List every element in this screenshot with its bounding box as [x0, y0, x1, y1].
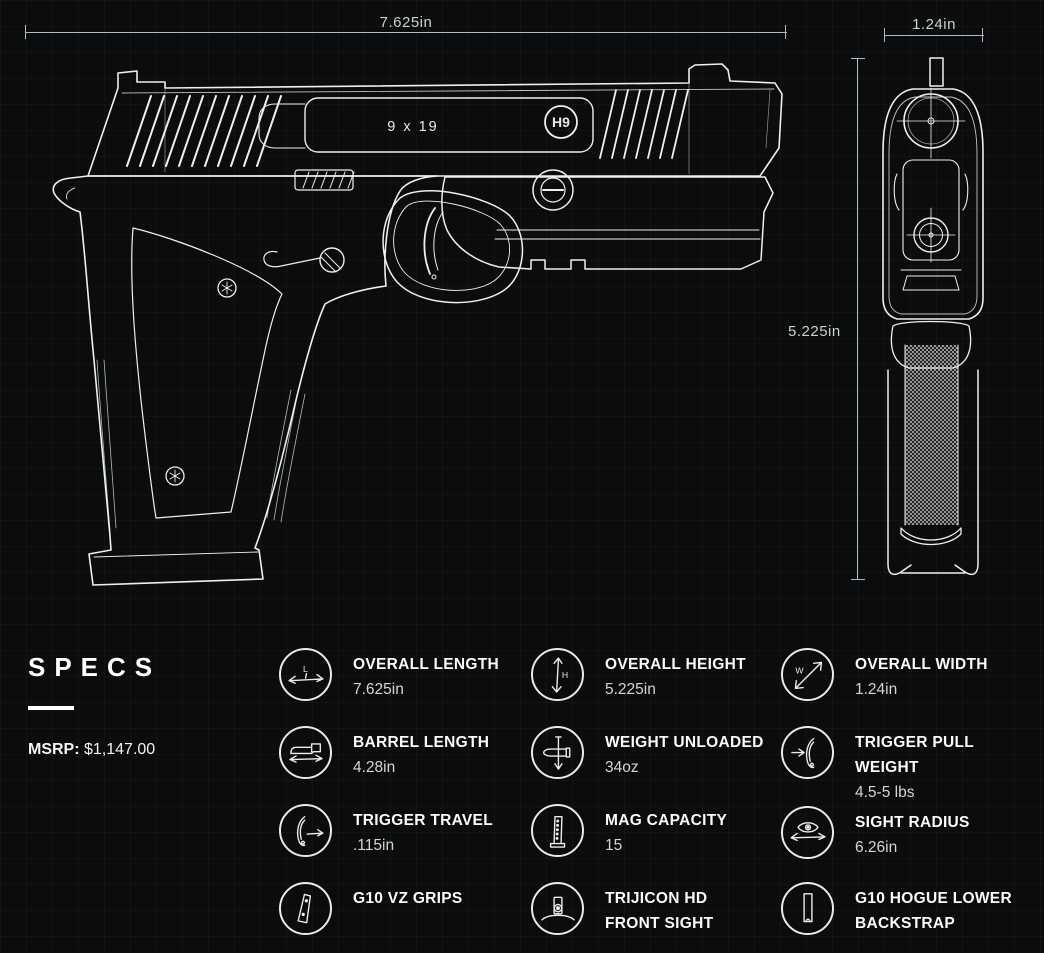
spec-value: 4.28in [353, 759, 396, 776]
spec-value: 6.26in [855, 839, 898, 856]
spec-g10-vz-grips: G10 VZ GRIPS [279, 882, 463, 935]
svg-text:W: W [795, 665, 804, 675]
spec-trigger-pull-weight: TRIGGER PULL WEIGHT 4.5-5 lbs [781, 726, 974, 805]
spec-title: TRIJICON HD [605, 890, 708, 907]
specs-underline [28, 706, 74, 710]
overall-length-icon: L [279, 648, 332, 701]
spec-title: BARREL LENGTH [353, 734, 490, 751]
length-dim-tick-left [25, 25, 26, 39]
spec-overall-height: H OVERALL HEIGHT 5.225in [531, 648, 746, 702]
spec-barrel-length: BARREL LENGTH 4.28in [279, 726, 489, 780]
overall-height-icon: H [531, 648, 584, 701]
length-dim-tick-right [785, 25, 786, 39]
mag-capacity-icon [531, 804, 584, 857]
spec-value: .115in [353, 837, 395, 854]
overall-length-dimension-label: 7.625in [379, 14, 433, 31]
spec-mag-capacity: MAG CAPACITY 15 [531, 804, 727, 858]
overall-height-dimension-label: 5.225in [788, 323, 841, 340]
spec-value: 34oz [605, 759, 639, 776]
spec-title: SIGHT RADIUS [855, 814, 970, 831]
spec-trijicon-front-sight: TRIJICON HD FRONT SIGHT [531, 882, 713, 936]
svg-text:L: L [302, 663, 307, 673]
height-dim-tick-top [851, 58, 865, 59]
height-dim-tick-bottom [851, 579, 865, 580]
trigger-travel-icon [279, 804, 332, 857]
msrp-label: MSRP: [28, 741, 80, 758]
spec-title: OVERALL LENGTH [353, 656, 500, 673]
g10-hogue-backstrap-icon [781, 882, 834, 935]
h9-logo-icon [544, 105, 578, 139]
pistol-side-view-drawing: 9 x 19 H9 [52, 63, 783, 586]
spec-value: 1.24in [855, 681, 898, 698]
spec-title: TRIGGER PULL [855, 734, 974, 751]
height-dimension-line [857, 58, 858, 580]
spec-value: 4.5-5 lbs [855, 784, 915, 801]
spec-title: G10 HOGUE LOWER [855, 890, 1012, 907]
specs-heading: SPECS [28, 652, 162, 682]
overall-width-icon: W [781, 648, 834, 701]
trijicon-front-sight-icon [531, 882, 584, 935]
trigger-pull-weight-icon [781, 726, 834, 779]
spec-weight-unloaded: WEIGHT UNLOADED 34oz [531, 726, 764, 780]
overall-width-dimension-label: 1.24in [912, 16, 956, 33]
caliber-marking: 9 x 19 [387, 119, 439, 135]
logo-marking: H9 [552, 114, 570, 130]
pistol-front-view-drawing [882, 57, 984, 576]
spec-overall-width: W OVERALL WIDTH 1.24in [781, 648, 988, 702]
width-dimension-line [884, 35, 984, 36]
spec-title: MAG CAPACITY [605, 812, 728, 829]
spec-title: WEIGHT UNLOADED [605, 734, 764, 751]
length-dimension-line [25, 32, 787, 33]
width-dim-tick-right [982, 28, 983, 42]
spec-title: OVERALL WIDTH [855, 656, 988, 673]
msrp-value: $1,147.00 [84, 741, 156, 758]
spec-title-line2: BACKSTRAP [855, 915, 956, 932]
spec-trigger-travel: TRIGGER TRAVEL .115in [279, 804, 493, 858]
msrp-line: MSRP: $1,147.00 [28, 741, 155, 759]
grip-texture [905, 345, 958, 525]
spec-title-line2: FRONT SIGHT [605, 915, 714, 932]
spec-sight-radius: SIGHT RADIUS 6.26in [781, 806, 970, 860]
spec-value: 15 [605, 837, 623, 854]
width-dim-tick-left [884, 28, 885, 42]
spec-title: OVERALL HEIGHT [605, 656, 746, 673]
front-sight-blade [929, 57, 944, 87]
barrel-length-icon [279, 726, 332, 779]
spec-value: 5.225in [605, 681, 656, 698]
sight-radius-icon [781, 806, 834, 859]
spec-title: G10 VZ GRIPS [353, 890, 463, 907]
svg-text:H: H [561, 670, 567, 680]
spec-value: 7.625in [353, 681, 404, 698]
spec-title-line2: WEIGHT [855, 759, 919, 776]
weight-unloaded-icon [531, 726, 584, 779]
spec-title: TRIGGER TRAVEL [353, 812, 493, 829]
spec-overall-length: L OVERALL LENGTH 7.625in [279, 648, 499, 702]
g10-vz-grips-icon [279, 882, 332, 935]
spec-g10-hogue-backstrap: G10 HOGUE LOWER BACKSTRAP [781, 882, 1012, 936]
